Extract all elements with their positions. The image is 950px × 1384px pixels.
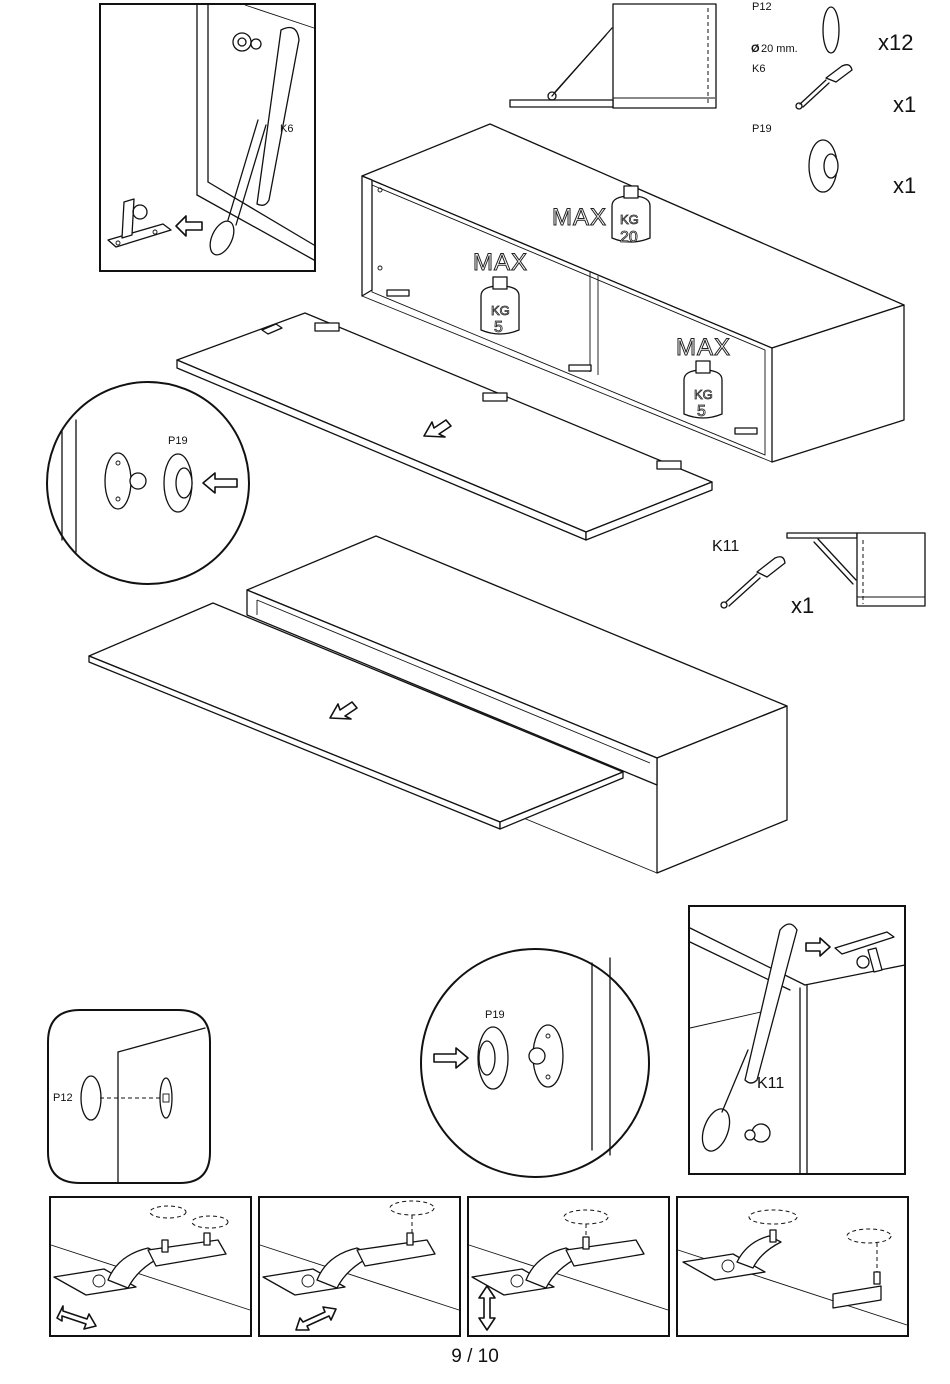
p12-size: 20 mm. (761, 43, 798, 55)
k6-callout-label: K6 (280, 123, 293, 135)
door-panel-upper (177, 313, 712, 540)
cabinet-hinge-plate (735, 428, 757, 434)
cabinet-hinge-plate (387, 290, 409, 296)
svg-text:MAX: MAX (473, 249, 528, 276)
max-load-right: MAX KG 5 (676, 334, 731, 420)
p12-code: P12 (752, 1, 772, 13)
page-number: 9 / 10 (0, 1346, 950, 1368)
hinge-adjustment-panel-4 (677, 1197, 908, 1336)
k6-code: K6 (752, 63, 765, 75)
door-hinge (315, 323, 339, 331)
cabinet-hinge-plate (569, 365, 591, 371)
k11-callout-label: K11 (757, 1075, 784, 1092)
svg-text:KG: KG (620, 212, 639, 227)
k11-code: K11 (712, 538, 739, 555)
p19-code: P19 (752, 123, 772, 135)
p12-callout-label: P12 (53, 1092, 73, 1104)
p19-left-label: P19 (168, 435, 188, 447)
parts-list: P12 Ø 20 mm. x12 K6 x1 P19 x1 (751, 1, 916, 198)
p19-socket-icon (809, 140, 838, 192)
k6-strut-icon (796, 65, 852, 109)
p12-cap-icon (823, 7, 839, 53)
hinge-adjustment-panel-3 (468, 1197, 669, 1336)
p19-detail-left: P19 (47, 382, 249, 584)
flap-side-view (510, 4, 716, 108)
p12-detail-box: P12 (48, 1010, 210, 1183)
diameter-icon: Ø (751, 43, 760, 55)
door-hinge (483, 393, 507, 401)
k6-detail-box: K6 (100, 4, 315, 271)
k11-detail-box: K11 (689, 906, 905, 1174)
hinge-adjustment-panel-1 (50, 1197, 251, 1336)
k11-strut-icon (721, 557, 785, 608)
svg-text:KG: KG (694, 387, 713, 402)
max-load-left: MAX KG 5 (473, 249, 528, 336)
hinge-adjustment-panel-2 (259, 1197, 460, 1336)
svg-text:20: 20 (620, 229, 638, 246)
svg-text:5: 5 (494, 319, 503, 336)
p19-detail-right: P19 (421, 949, 649, 1177)
svg-text:5: 5 (697, 403, 706, 420)
svg-text:MAX: MAX (552, 204, 607, 231)
svg-text:KG: KG (491, 303, 510, 318)
door-hinge (657, 461, 681, 469)
p12-quantity: x12 (878, 30, 913, 55)
k6-quantity: x1 (893, 92, 916, 117)
svg-text:MAX: MAX (676, 334, 731, 361)
p12-cap (81, 1076, 101, 1120)
p19-right-label: P19 (485, 1009, 505, 1021)
p19-quantity: x1 (893, 173, 916, 198)
k11-side-view: K11 x1 (712, 533, 925, 618)
k11-quantity: x1 (791, 593, 814, 618)
